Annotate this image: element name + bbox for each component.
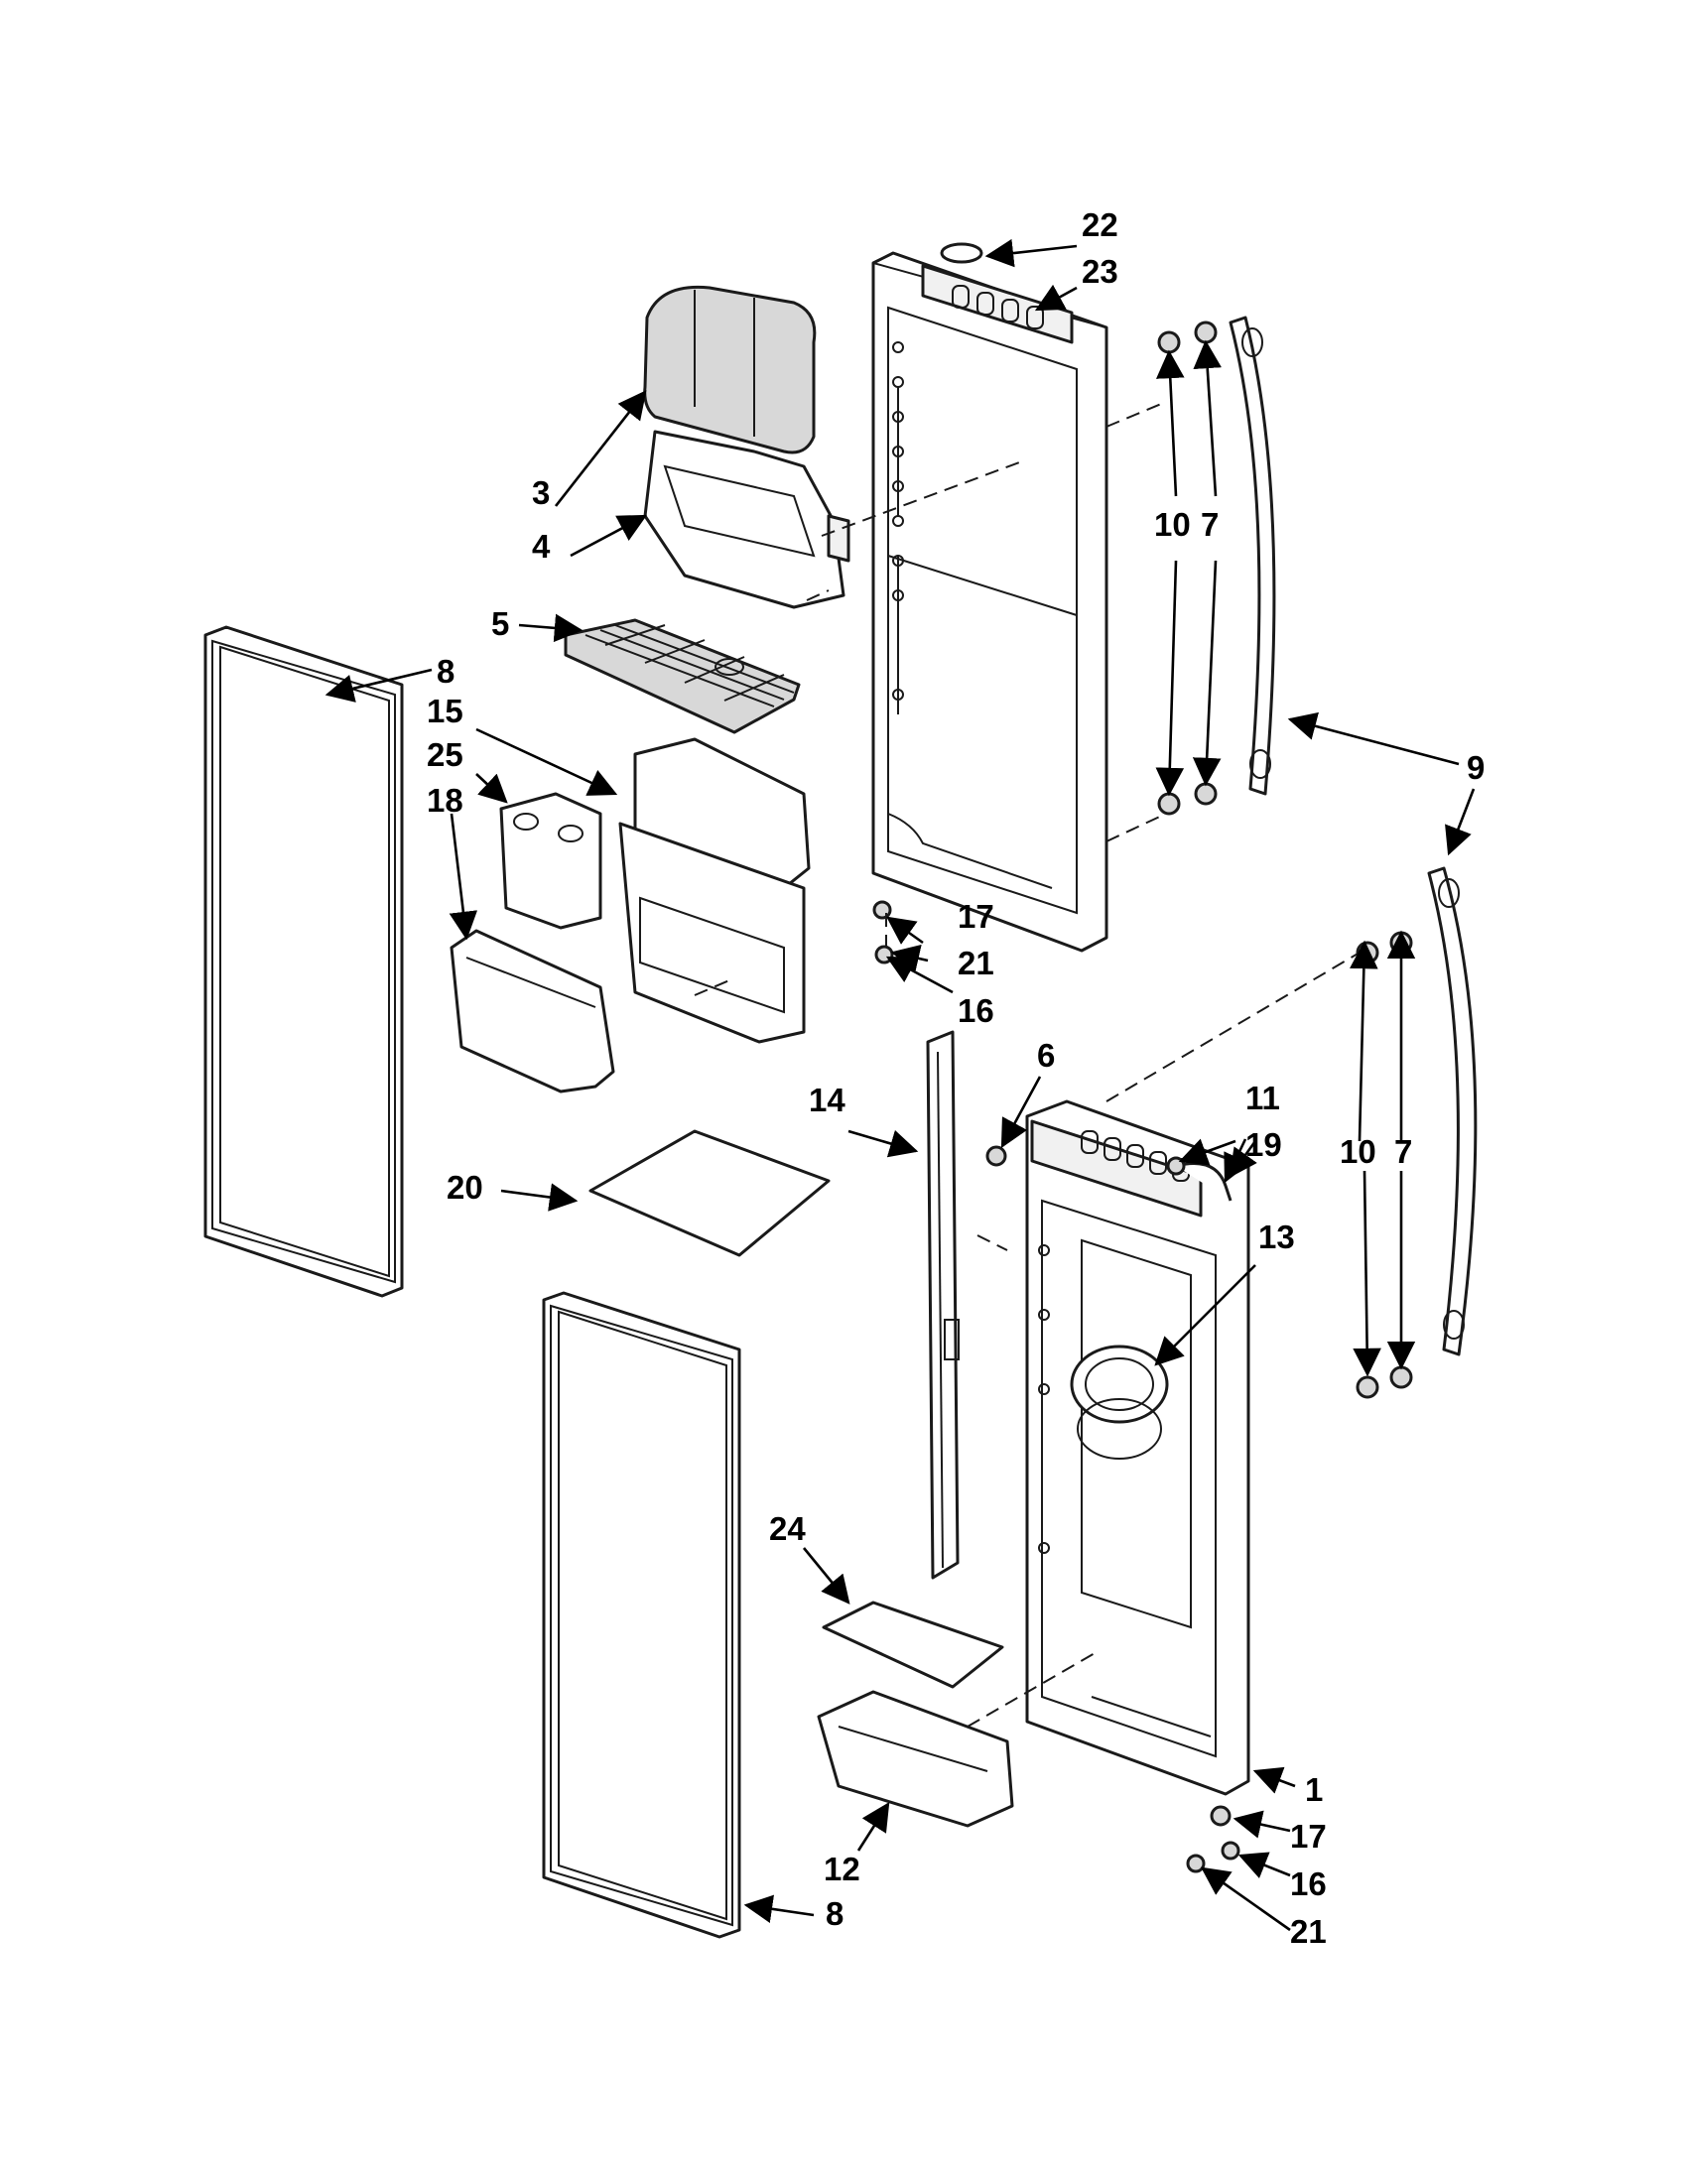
callout-6: 6 xyxy=(1037,1037,1055,1074)
callout-23: 23 xyxy=(1082,253,1118,290)
callout-25: 25 xyxy=(427,736,463,773)
ice-bin xyxy=(643,430,850,609)
callout-10-lower: 10 xyxy=(1340,1133,1376,1170)
callout-15: 15 xyxy=(427,693,463,729)
callout-8-upper: 8 xyxy=(437,653,454,690)
small-cup xyxy=(499,792,602,930)
upper-door-liner xyxy=(871,251,1108,953)
callout-17-upper: 17 xyxy=(958,898,994,935)
callout-12: 12 xyxy=(824,1851,860,1887)
callout-21-lower: 21 xyxy=(1290,1913,1327,1950)
small-shelf xyxy=(822,1601,1004,1689)
left-door-gasket-upper xyxy=(203,625,404,1298)
callout-10-upper: 10 xyxy=(1154,506,1191,543)
callout-18: 18 xyxy=(427,782,463,819)
shelf-panel xyxy=(588,1129,831,1257)
callout-14: 14 xyxy=(809,1082,845,1118)
callout-16-upper: 16 xyxy=(958,992,994,1029)
callout-3: 3 xyxy=(532,474,550,511)
callout-numbers: 22 23 3 4 5 8 15 25 18 10 7 9 17 21 16 6… xyxy=(427,206,1485,1950)
shelf-grille xyxy=(564,618,801,734)
callout-1: 1 xyxy=(1305,1771,1323,1808)
callout-13: 13 xyxy=(1258,1219,1295,1255)
callout-21-upper: 21 xyxy=(958,945,994,981)
upper-door-handle xyxy=(1229,316,1276,796)
ice-bin-cover xyxy=(643,285,817,454)
callout-4: 4 xyxy=(532,528,551,565)
alignment-lines xyxy=(694,401,1361,1728)
callout-22: 22 xyxy=(1082,206,1118,243)
callout-9: 9 xyxy=(1467,749,1485,786)
callout-7-lower: 7 xyxy=(1394,1133,1412,1170)
dispenser-bin xyxy=(450,929,615,1093)
callout-16-lower: 16 xyxy=(1290,1865,1327,1902)
callout-19: 19 xyxy=(1245,1126,1282,1163)
left-door-gasket-lower xyxy=(542,1291,741,1939)
callout-24: 24 xyxy=(769,1510,806,1547)
ice-chute-seal xyxy=(1070,1345,1169,1460)
bin-bracket xyxy=(618,737,811,1044)
door-bin xyxy=(817,1690,1014,1828)
top-plug xyxy=(940,242,983,264)
center-mullion xyxy=(926,1030,960,1580)
callout-8-lower: 8 xyxy=(826,1895,844,1932)
lower-door-handle xyxy=(1427,866,1478,1356)
callout-5: 5 xyxy=(491,605,509,642)
callout-11: 11 xyxy=(1245,1080,1280,1116)
callout-17-lower: 17 xyxy=(1290,1818,1327,1855)
lower-door-liner xyxy=(1025,1099,1250,1796)
leader-lines xyxy=(325,238,1476,1932)
callout-20: 20 xyxy=(447,1169,483,1206)
callout-7-upper: 7 xyxy=(1201,506,1219,543)
